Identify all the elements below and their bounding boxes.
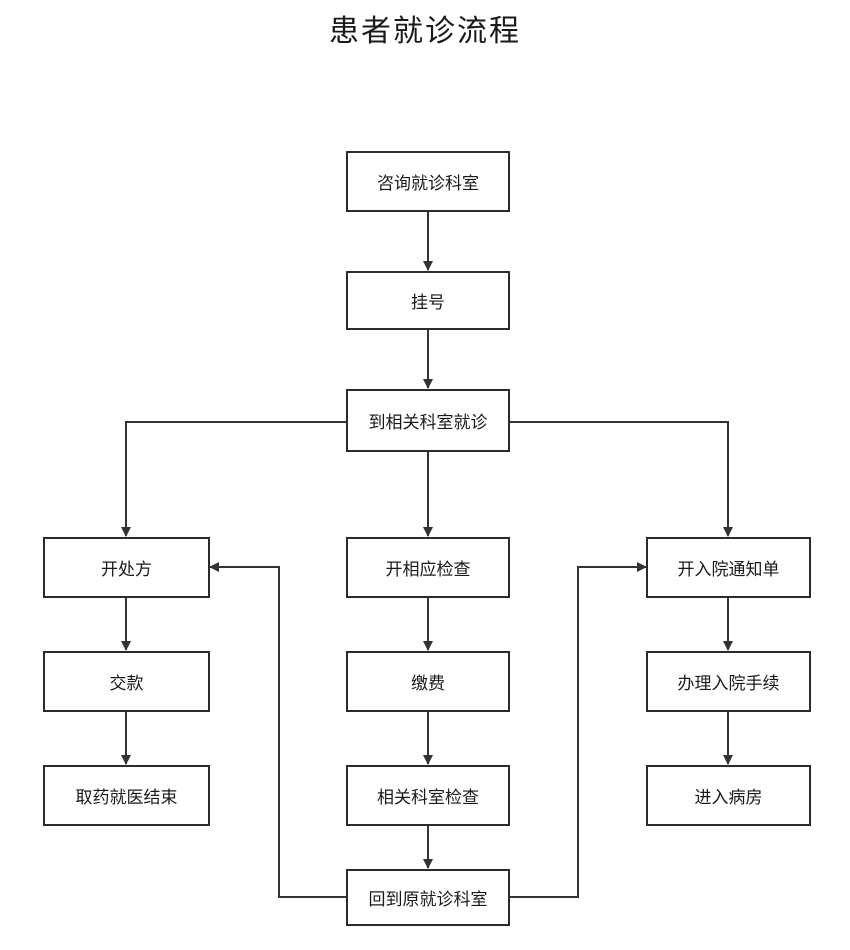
node-visit: 到相关科室就诊 [346, 389, 510, 452]
node-pay: 交款 [43, 651, 210, 712]
arrow-visit-to-admission-notice [510, 421, 733, 537]
arrow-return-to-admission-notice [510, 562, 647, 898]
page-title: 患者就诊流程 [329, 14, 521, 49]
arrow-visit-to-prescribe [121, 421, 346, 537]
node-exam: 相关科室检查 [346, 765, 510, 826]
node-return: 回到原就诊科室 [346, 869, 510, 926]
node-pickup: 取药就医结束 [43, 765, 210, 826]
node-consult: 咨询就诊科室 [346, 151, 510, 212]
node-admission-notice: 开入院通知单 [646, 537, 811, 598]
node-prescribe: 开处方 [43, 537, 210, 598]
arrow-return-to-prescribe [209, 562, 346, 898]
node-ward: 进入病房 [646, 765, 811, 826]
node-pay-fee: 缴费 [346, 651, 510, 712]
node-order-exam: 开相应检查 [346, 537, 510, 598]
node-admission-process: 办理入院手续 [646, 651, 811, 712]
node-register: 挂号 [346, 271, 510, 330]
